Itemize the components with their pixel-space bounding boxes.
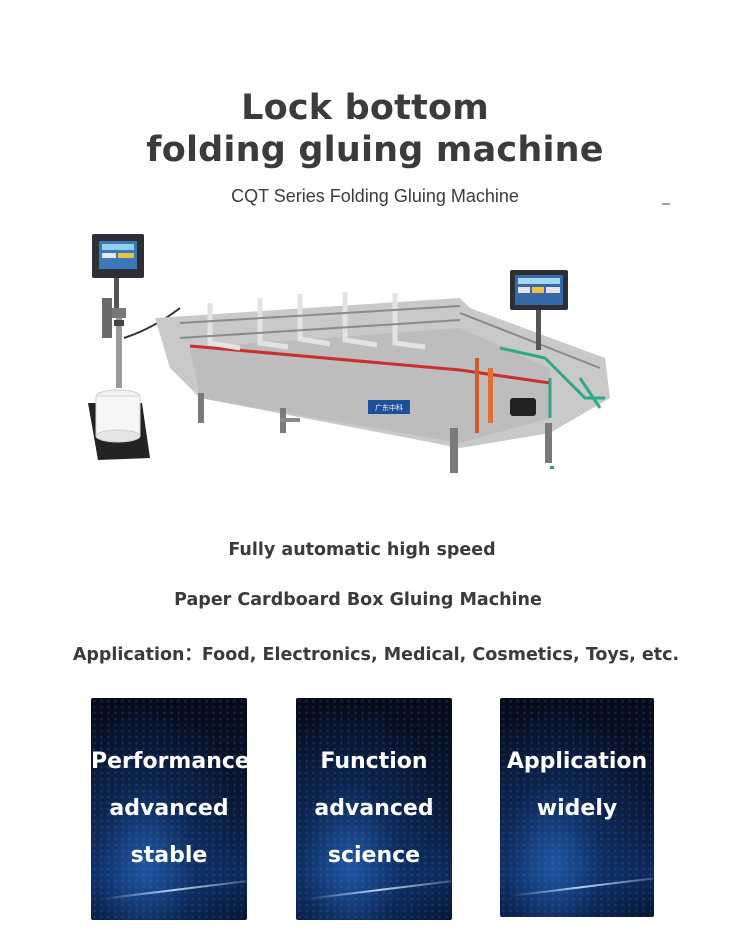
glue-stand [88, 234, 181, 460]
card-line: advanced [314, 796, 434, 821]
card-line: Application [506, 749, 648, 774]
feature-card-application: Application widely [500, 698, 654, 917]
tagline-speed: Fully automatic high speed [228, 540, 496, 560]
feature-card-performance: Performance advanced stable [91, 698, 247, 920]
card-line: Performance [91, 749, 247, 774]
page-title-line1: Lock bottom [241, 88, 489, 128]
decorative-mark [662, 203, 670, 205]
card-line: stable [130, 843, 208, 868]
tagline-product: Paper Cardboard Box Gluing Machine [174, 590, 542, 610]
card-line: widely [536, 796, 618, 821]
machine-body: 广东中科 [155, 270, 610, 473]
page-title-line2: folding gluing machine [146, 130, 604, 170]
tagline-application: Application：Food, Electronics, Medical, … [72, 645, 680, 665]
feature-card-function: Function advanced science [296, 698, 452, 920]
page-subtitle: CQT Series Folding Gluing Machine [231, 186, 519, 206]
machine-product-image: 广东中科 [88, 234, 610, 473]
panel-brand-text: 广东中科 [375, 403, 403, 412]
card-line: science [327, 843, 421, 868]
card-line: advanced [109, 796, 229, 821]
card-line: Function [320, 749, 428, 774]
